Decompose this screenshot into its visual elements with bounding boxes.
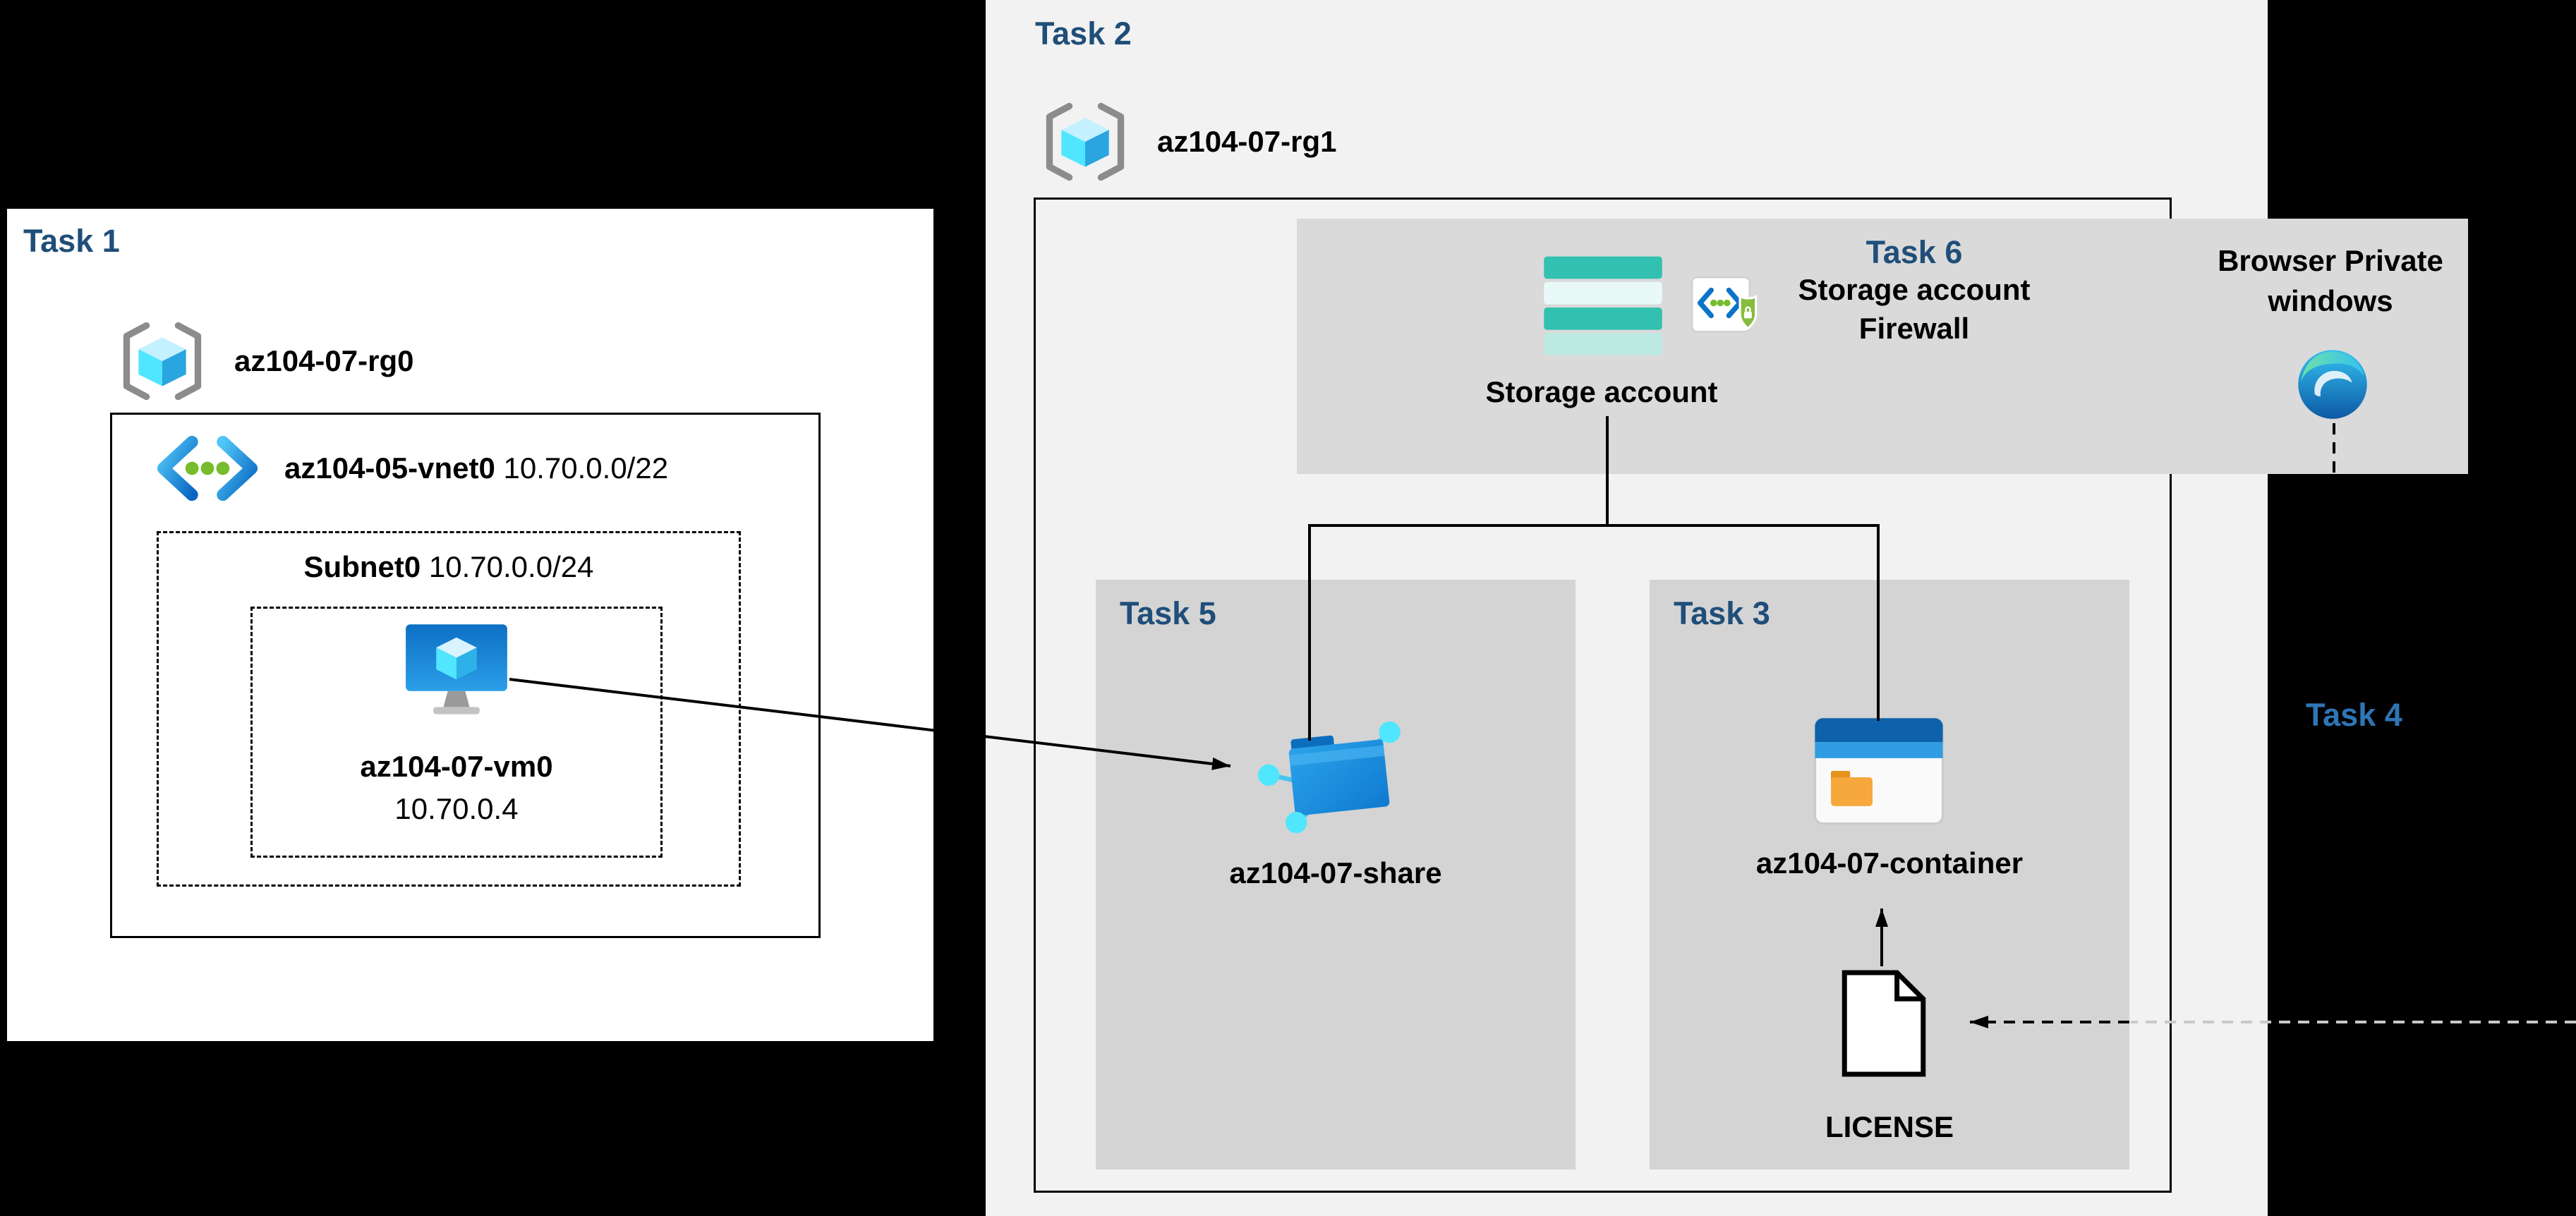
- subnet-cidr: 10.70.0.0/24: [428, 550, 594, 583]
- vm-box: az104-07-vm0 10.70.0.4: [250, 607, 663, 858]
- resource-group-icon: [1046, 102, 1125, 181]
- vnet-label: az104-05-vnet0 10.70.0.0/22: [284, 451, 668, 485]
- task1-panel: Task 1 az104-07-rg0: [7, 209, 933, 1041]
- vm-name: az104-07-vm0: [360, 750, 553, 783]
- browser-label-line2: windows: [2268, 284, 2393, 317]
- virtual-machine-icon: [406, 624, 507, 715]
- vm-ip: 10.70.0.4: [394, 792, 519, 825]
- license-file-label: LICENSE: [1825, 1110, 1954, 1143]
- resource-group-icon: [123, 322, 202, 401]
- storage-account-icon: [1544, 256, 1662, 355]
- browser-label-line1: Browser Private: [2218, 244, 2443, 277]
- task2-heading: Task 2: [1035, 16, 1132, 51]
- task6-caption: Task 6 Storage account Firewall: [1762, 234, 2066, 348]
- resource-group-1-row: az104-07-rg1: [1040, 101, 1336, 183]
- task5-heading: Task 5: [1120, 595, 1216, 631]
- file-share-name: az104-07-share: [1229, 856, 1442, 889]
- virtual-network-icon: [157, 435, 258, 501]
- task6-caption-line2: Firewall: [1858, 311, 1970, 345]
- storage-account-label: Storage account: [1485, 375, 1718, 408]
- vnet-box: az104-05-vnet0 10.70.0.0/22 Subnet0 10.7…: [110, 413, 821, 938]
- blob-container-icon: [1813, 717, 1945, 825]
- browser-private-windows-label: Browser Private windows: [2175, 241, 2486, 321]
- resource-group-0-name: az104-07-rg0: [234, 344, 414, 377]
- file-share-icon: [1257, 721, 1401, 834]
- task6-caption-line1: Storage account: [1798, 273, 2031, 306]
- vnet-row: az104-05-vnet0 10.70.0.0/22: [152, 433, 668, 504]
- subnet-name: Subnet0: [303, 550, 421, 583]
- task1-heading: Task 1: [23, 223, 120, 259]
- task6-band: Task 6 Storage account Firewall Storage …: [1297, 219, 2468, 474]
- task3-box: Task 3 az104-07-container LICENSE: [1650, 580, 2129, 1169]
- subnet-box: Subnet0 10.70.0.0/24: [157, 531, 741, 887]
- task2-panel: Task 2 az104-07-rg1: [986, 0, 2468, 1216]
- vnet-name: az104-05-vnet0: [284, 451, 495, 485]
- vnet-cidr: 10.70.0.0/22: [503, 451, 669, 485]
- edge-browser-icon: [2298, 350, 2367, 419]
- storage-firewall-icon: [1691, 276, 1758, 333]
- resource-group-0-row: az104-07-rg0: [117, 320, 413, 402]
- task3-heading: Task 3: [1674, 595, 1770, 631]
- task4-heading: Task 4: [2306, 697, 2402, 733]
- blob-container-name: az104-07-container: [1755, 846, 2024, 880]
- license-document-icon: [1842, 970, 1926, 1077]
- subnet-label: Subnet0 10.70.0.0/24: [159, 550, 739, 584]
- task5-box: Task 5 az104-07-share: [1096, 580, 1576, 1169]
- task6-heading: Task 6: [1866, 234, 1963, 270]
- resource-group-1-name: az104-07-rg1: [1157, 125, 1337, 158]
